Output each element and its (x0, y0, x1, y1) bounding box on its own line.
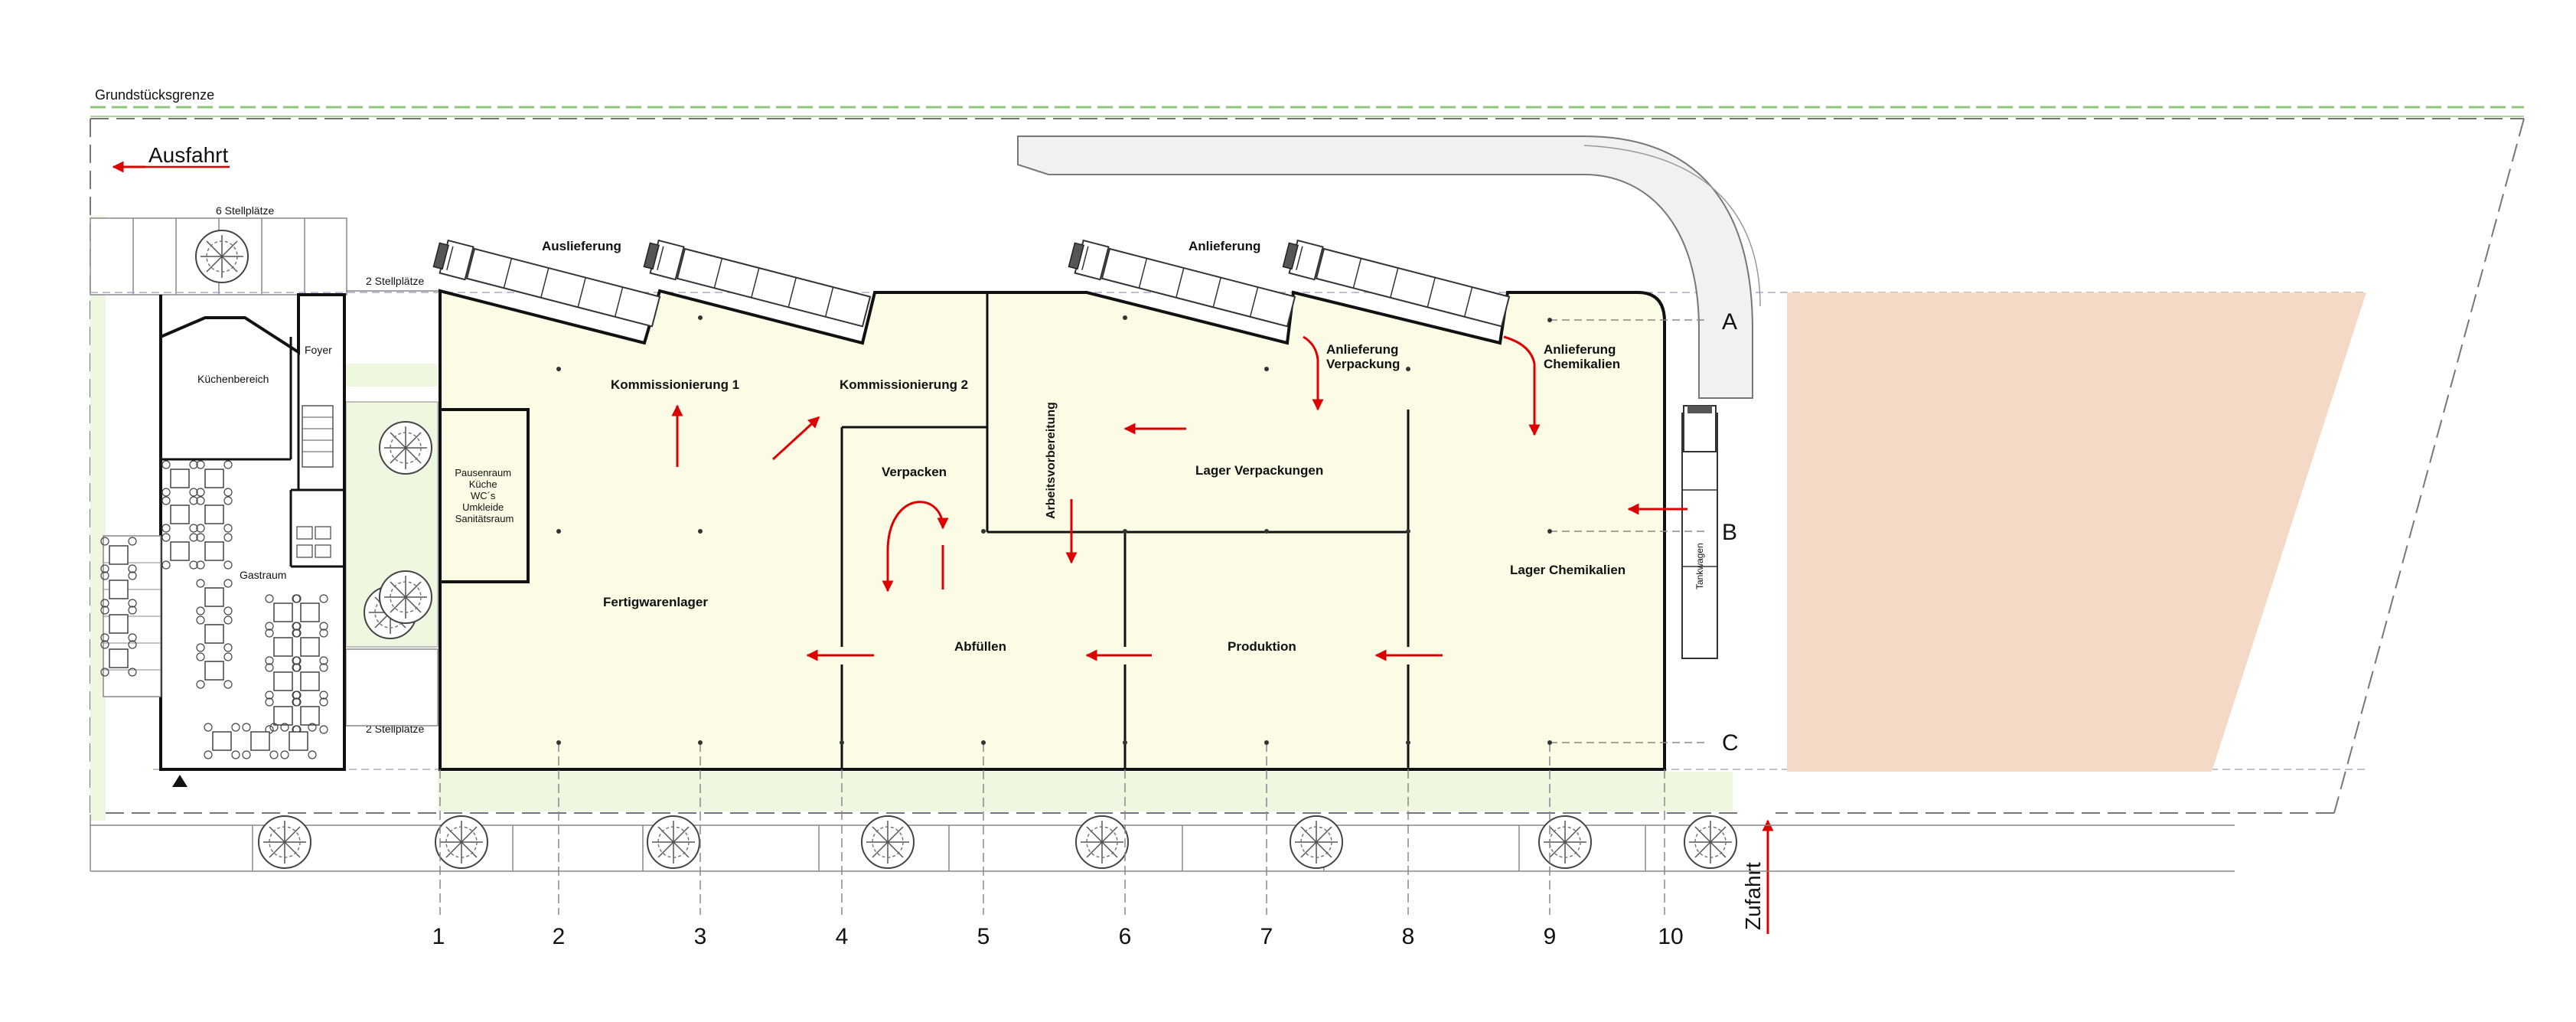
pausenraum-line: Pausenraum (455, 467, 511, 478)
label-arbeitsvorbereitung: Arbeitsvorbereitung (1045, 402, 1058, 519)
axis-row-label: B (1722, 520, 1737, 545)
tree-icon (435, 815, 488, 869)
anlieferung-verpackung-line: Anlieferung (1326, 342, 1398, 357)
axis-column-label: 9 (1544, 924, 1557, 949)
row-labels: A B C (1722, 309, 1739, 756)
axis-row-label: A (1722, 309, 1737, 335)
green-strip-left (90, 216, 106, 821)
neighbor-plot (1787, 292, 2366, 772)
label-fertigwarenlager: Fertigwarenlager (603, 595, 708, 609)
axis-column-label: 3 (694, 924, 707, 949)
pausenraum-line: Umkleide (462, 501, 504, 513)
label-anlieferung-verpackung: Anlieferung Verpackung (1326, 342, 1402, 371)
label-tankwagen: Tankwagen (1694, 543, 1705, 589)
pausenraum-line: Küche (469, 478, 497, 490)
anlieferung-chemikalien-line: Chemikalien (1544, 357, 1620, 371)
green-strip-upper (346, 364, 438, 387)
column-labels: 1 2 3 4 5 6 7 8 9 10 (432, 924, 1684, 949)
flow-arrows (671, 335, 1687, 661)
tree-icon (1075, 815, 1129, 869)
label-produktion: Produktion (1228, 639, 1296, 654)
pausenraum-line: Sanitätsraum (455, 513, 514, 524)
tree-icon (1538, 815, 1592, 869)
label-auslieferung: Auslieferung (542, 239, 621, 253)
tree-icon (379, 570, 432, 624)
axis-row-label: C (1722, 730, 1739, 756)
tree-icon (258, 815, 311, 869)
label-kommissionierung-2: Kommissionierung 2 (840, 377, 968, 392)
axis-column-label: 7 (1260, 924, 1273, 949)
row-grid (1550, 319, 1707, 743)
tree-icon (1684, 815, 1737, 869)
label-foyer: Foyer (305, 344, 332, 356)
label-pausenraum: Pausenraum Küche WC´s Umkleide Sanitätsr… (455, 467, 514, 524)
label-stellplaetze-6: 6 Stellplätze (216, 204, 274, 217)
tree-icon (861, 815, 915, 869)
label-gastraum: Gastraum (240, 569, 286, 581)
axis-column-label: 2 (553, 924, 566, 949)
label-verpacken: Verpacken (882, 465, 947, 479)
label-zufahrt: Zufahrt (1741, 862, 1765, 930)
pausenraum-line: WC´s (471, 490, 496, 501)
tree-icon (647, 815, 700, 869)
entrance-marker-icon (172, 775, 187, 787)
property-boundary (90, 106, 2525, 814)
column-grid (439, 743, 1665, 915)
axis-column-label: 1 (432, 924, 445, 949)
tree-icon (379, 421, 432, 475)
label-anlieferung: Anlieferung (1189, 239, 1260, 253)
label-lager-chemikalien: Lager Chemikalien (1510, 563, 1625, 577)
restaurant-building (103, 293, 346, 771)
axis-column-label: 4 (836, 924, 849, 949)
anlieferung-verpackung-line: Verpackung (1326, 357, 1400, 371)
axis-column-label: 8 (1402, 924, 1415, 949)
green-strip-bottom (438, 772, 1733, 811)
label-lager-verpackungen: Lager Verpackungen (1195, 463, 1323, 478)
tree-icon (1290, 815, 1343, 869)
main-hall (439, 289, 1666, 771)
column-dots (556, 315, 1552, 745)
anlieferung-chemikalien-line: Anlieferung (1544, 342, 1616, 357)
label-stellplaetze-2-top: 2 Stellplätze (366, 275, 424, 287)
access-road (1017, 136, 1761, 399)
axis-column-label: 5 (977, 924, 990, 949)
label-kuechenbereich: Küchenbereich (197, 373, 269, 385)
label-grundstuecksgrenze: Grundstücksgrenze (95, 87, 214, 103)
label-kommissionierung-1: Kommissionierung 1 (611, 377, 739, 392)
parking-bottom-row (90, 815, 2235, 872)
axis-column-label: 10 (1658, 924, 1683, 949)
label-abfuellen: Abfüllen (954, 639, 1006, 654)
label-anlieferung-chemikalien: Anlieferung Chemikalien (1544, 342, 1620, 371)
label-ausfahrt: Ausfahrt (148, 143, 228, 167)
label-stellplaetze-2-bottom: 2 Stellplätze (366, 723, 424, 735)
tanker-area (1681, 405, 1718, 659)
parking-2-bottom (345, 648, 439, 727)
axis-column-label: 6 (1119, 924, 1132, 949)
tree-icon (195, 230, 249, 283)
